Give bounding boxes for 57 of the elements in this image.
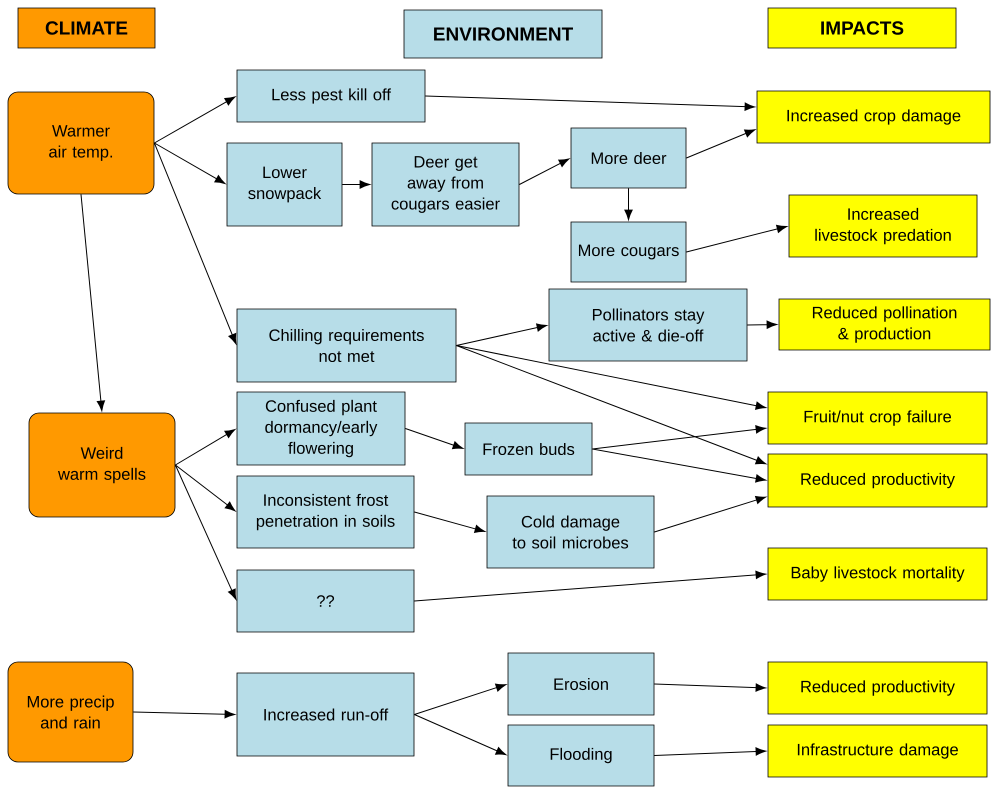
arrow bbox=[154, 142, 236, 344]
arrow bbox=[414, 512, 486, 533]
arrow bbox=[132, 710, 236, 718]
arrow bbox=[746, 320, 778, 329]
impact-box: Baby livestock mortality bbox=[768, 548, 988, 600]
environment-box: ?? bbox=[236, 570, 414, 632]
impact-box: Reduced productivity bbox=[768, 454, 988, 508]
arrow bbox=[342, 180, 370, 189]
arrow bbox=[456, 345, 766, 410]
arrow bbox=[404, 428, 464, 450]
arrow bbox=[686, 224, 788, 252]
arrow bbox=[654, 683, 766, 692]
arrow bbox=[654, 496, 766, 532]
impact-box: Reduced productivity bbox=[768, 662, 988, 714]
impact-box: Increased livestock predation bbox=[788, 194, 978, 258]
arrow bbox=[174, 464, 236, 512]
environment-box: Flooding bbox=[508, 724, 654, 786]
arrow bbox=[154, 142, 226, 184]
arrow bbox=[414, 714, 506, 756]
environment-box: Pollinators stay active & die-off bbox=[548, 288, 748, 362]
arrow bbox=[518, 158, 570, 185]
environment-box: Cold damage to soil microbes bbox=[486, 496, 654, 568]
climate-box: Weird warm spells bbox=[28, 412, 176, 518]
arrow bbox=[686, 129, 756, 158]
arrow bbox=[414, 684, 506, 715]
arrow bbox=[456, 323, 548, 346]
arrow bbox=[624, 188, 633, 220]
environment-box: Inconsistent frost penetration in soils bbox=[236, 476, 414, 548]
arrow bbox=[174, 464, 236, 600]
impact-box: Reduced pollination & production bbox=[778, 298, 990, 350]
impact-box: Fruit/nut crop failure bbox=[768, 392, 988, 444]
arrow bbox=[80, 194, 106, 412]
column-header: IMPACTS bbox=[768, 8, 956, 48]
impact-box: Infrastructure damage bbox=[768, 724, 988, 778]
arrow bbox=[456, 345, 766, 464]
arrow bbox=[654, 747, 766, 756]
environment-box: More deer bbox=[570, 128, 686, 188]
environment-box: Confused plant dormancy/early flowering bbox=[236, 392, 406, 466]
column-header: ENVIRONMENT bbox=[404, 10, 602, 58]
arrow bbox=[592, 425, 766, 450]
arrow bbox=[174, 429, 236, 466]
environment-box: Erosion bbox=[508, 652, 654, 716]
climate-box: Warmer air temp. bbox=[8, 92, 154, 194]
climate-box: More precip and rain bbox=[8, 662, 134, 762]
arrow bbox=[154, 96, 236, 144]
arrow bbox=[414, 570, 766, 602]
environment-box: Deer get away from cougars easier bbox=[372, 142, 520, 226]
environment-box: Less pest kill off bbox=[236, 70, 426, 122]
column-header: CLIMATE bbox=[18, 8, 156, 48]
environment-box: Lower snowpack bbox=[226, 142, 342, 226]
impact-box: Increased crop damage bbox=[756, 90, 990, 144]
arrow bbox=[424, 96, 756, 111]
environment-box: More cougars bbox=[570, 222, 686, 282]
environment-box: Increased run-off bbox=[236, 672, 414, 756]
arrow bbox=[592, 448, 766, 483]
environment-box: Chilling requirements not met bbox=[236, 308, 456, 382]
environment-box: Frozen buds bbox=[464, 422, 592, 476]
